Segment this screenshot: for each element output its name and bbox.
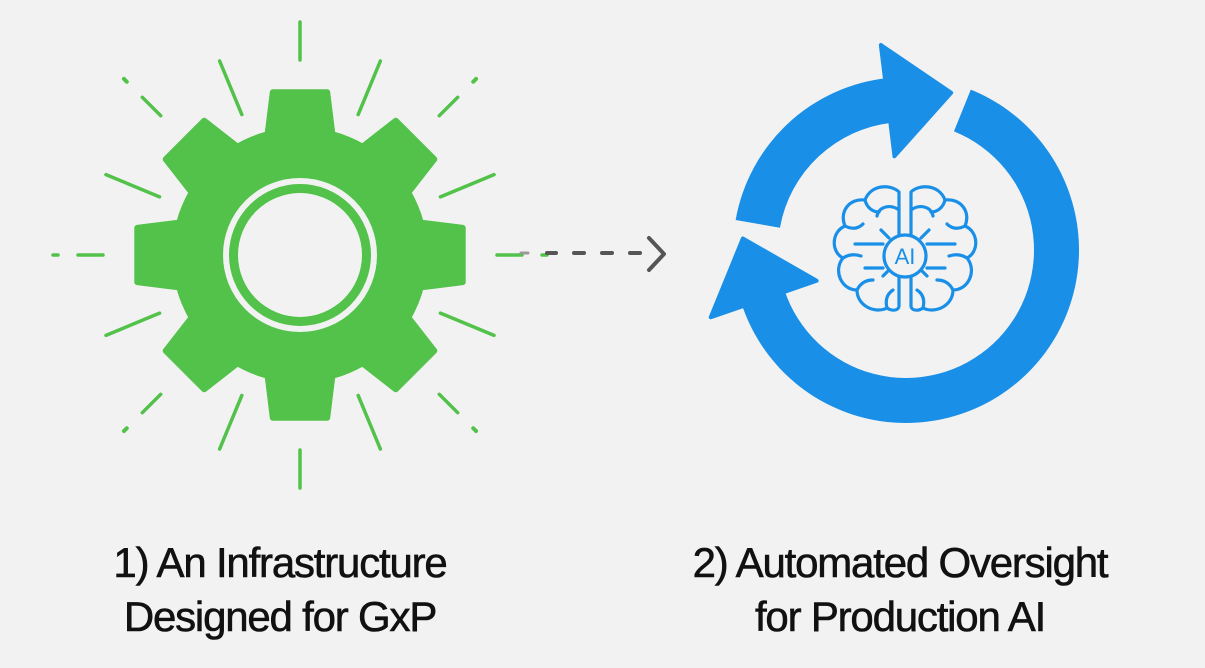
ray-line — [121, 426, 129, 434]
ray-line — [437, 392, 460, 415]
ray-line — [217, 59, 244, 117]
caption-1-line-2: Designed for GxP — [123, 593, 438, 641]
ray-line — [217, 393, 244, 451]
caption-2-line-1: 2) Automated Oversight — [692, 539, 1109, 587]
ray-line — [471, 76, 479, 84]
ray-line — [438, 311, 496, 338]
ray-line — [121, 76, 129, 84]
caption-1-line-1: 1) An Infrastructure — [113, 539, 448, 587]
ray-line — [104, 311, 162, 338]
caption-2-line-2: for Production AI — [754, 593, 1047, 641]
caption-infrastructure: 1) An Infrastructure Designed for GxP — [20, 536, 540, 644]
brain-label: AI — [895, 244, 916, 269]
gear-icon — [134, 89, 466, 421]
cycle-arrow-small — [735, 77, 893, 228]
ray-line — [438, 172, 496, 199]
gear-glow-rays — [51, 20, 549, 490]
ray-line — [104, 172, 162, 199]
ai-brain-icon: AI — [832, 185, 978, 312]
circular-arrows-icon — [708, 43, 1079, 424]
arrowhead-left — [708, 236, 819, 320]
dashed-arrow-icon — [519, 236, 666, 272]
ray-line — [356, 393, 383, 451]
ray-line — [140, 95, 163, 118]
arrowhead-top — [878, 43, 954, 159]
ray-line — [356, 59, 383, 117]
ray-line — [437, 95, 460, 118]
caption-oversight: 2) Automated Oversight for Production AI — [640, 536, 1160, 644]
ray-line — [140, 392, 163, 415]
ray-line — [471, 426, 479, 434]
